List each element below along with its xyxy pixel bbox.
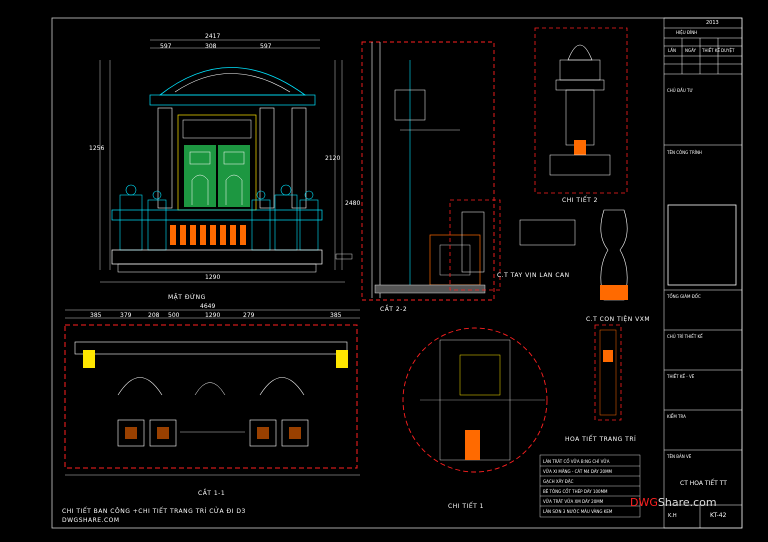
tb-chu-tri: CHỦ TRÌ THIẾT KẾ bbox=[667, 334, 703, 339]
dim-front-4: 1256 bbox=[89, 145, 105, 152]
dim-plan-6: 279 bbox=[243, 312, 255, 319]
section-1-1 bbox=[64, 309, 360, 476]
tb-col-thiet-ke: THIẾT KẾ bbox=[702, 48, 721, 53]
watermark-part2: Share.com bbox=[657, 496, 717, 509]
dim-plan-3: 208 bbox=[148, 312, 160, 319]
dim-front-0: 2417 bbox=[205, 33, 221, 40]
tb-year: 2013 bbox=[706, 20, 719, 26]
dim-plan-0: 4649 bbox=[200, 303, 216, 310]
caption-cat-2-2: CẮT 2-2 bbox=[380, 306, 408, 313]
dim-plan-7: 385 bbox=[330, 312, 342, 319]
legend-note-3: BÊ TÔNG CỐT THÉP DÀY 100MM bbox=[543, 489, 608, 494]
detail-1 bbox=[402, 327, 548, 473]
dim-front-2: 308 bbox=[205, 43, 217, 50]
title-block bbox=[663, 17, 743, 529]
caption-chi-tiet-2: CHI TIẾT 2 bbox=[562, 197, 598, 204]
tb-status: HIỆU ĐÍNH bbox=[676, 30, 698, 35]
tb-tong-giam-doc: TỔNG GIÁM ĐỐC bbox=[667, 294, 701, 299]
dim-front-5: 2120 bbox=[325, 155, 341, 162]
dim-plan-5: 1290 bbox=[205, 312, 221, 319]
baluster-detail bbox=[519, 209, 628, 301]
legend-note-2: GẠCH XÂY ĐẶC bbox=[543, 479, 574, 484]
dim-front-3: 597 bbox=[260, 43, 272, 50]
caption-bottom-title: CHI TIẾT BAN CÔNG +CHI TIẾT TRANG TRÍ CỬ… bbox=[62, 508, 246, 515]
front-elevation bbox=[99, 39, 353, 283]
section-2-2 bbox=[361, 41, 495, 301]
dim-plan-1: 385 bbox=[90, 312, 102, 319]
tb-sheet-label: K.H bbox=[668, 513, 677, 519]
tb-ten-ban-ve: TÊN BẢN VẼ bbox=[667, 454, 692, 459]
tb-col-ngay: NGÀY bbox=[685, 48, 696, 53]
tb-drawing-name: CT HOA TIẾT TT bbox=[680, 480, 727, 487]
tb-thiet-ke-ve: THIẾT KẾ - VẼ bbox=[667, 374, 695, 379]
tb-kiem-tra: KIỂM TRA bbox=[667, 414, 686, 419]
caption-hoa-tiet: HOA TIẾT TRANG TRÍ bbox=[565, 436, 637, 443]
ornament-detail bbox=[594, 324, 622, 421]
caption-chi-tiet-1: CHI TIẾT 1 bbox=[448, 503, 484, 510]
caption-mat-dung: MẶT ĐỨNG bbox=[168, 294, 206, 301]
material-legend bbox=[539, 454, 641, 518]
watermark-part1: DWG bbox=[630, 496, 658, 509]
dwgshare-watermark: DWGShare.com bbox=[630, 496, 717, 509]
tb-ten-cong-trinh: TÊN CÔNG TRÌNH bbox=[667, 150, 702, 155]
dim-front-7: 2480 bbox=[345, 200, 361, 207]
dim-plan-2: 379 bbox=[120, 312, 132, 319]
legend-note-1: VỮA XI MĂNG - CÁT M4 DÀY 20MM bbox=[543, 469, 612, 474]
tb-col-lan: LẦN bbox=[668, 48, 676, 53]
dim-front-1: 597 bbox=[160, 43, 172, 50]
drawing-frame bbox=[51, 17, 743, 529]
dim-front-6: 1290 bbox=[205, 274, 221, 281]
caption-tay-vin: C.T TAY VỊN LAN CAN bbox=[497, 272, 570, 279]
tb-chu-dau-tu: CHỦ ĐẦU TƯ bbox=[667, 88, 693, 93]
caption-cat-1-1: CẮT 1-1 bbox=[198, 490, 226, 497]
caption-bottom-site: DWGSHARE.COM bbox=[62, 517, 120, 524]
tb-col-duyet: DUYỆT bbox=[721, 48, 735, 53]
dim-plan-4: 500 bbox=[168, 312, 180, 319]
legend-note-5: LÁN SƠN 3 NƯỚC MÀU VÀNG KEM bbox=[543, 509, 613, 514]
legend-note-4: VỮA TRÁT VỮA XM DÀY 20MM bbox=[543, 499, 604, 504]
tb-sheet-no: KT-42 bbox=[710, 512, 727, 519]
caption-con-tien: C.T CON TIỆN VXM bbox=[586, 316, 650, 323]
handrail-detail bbox=[449, 199, 501, 291]
detail-2 bbox=[534, 27, 628, 194]
legend-note-0: LÁN TRÁT CỐ VỮA B:NG CHÍ VỮA bbox=[543, 459, 610, 464]
